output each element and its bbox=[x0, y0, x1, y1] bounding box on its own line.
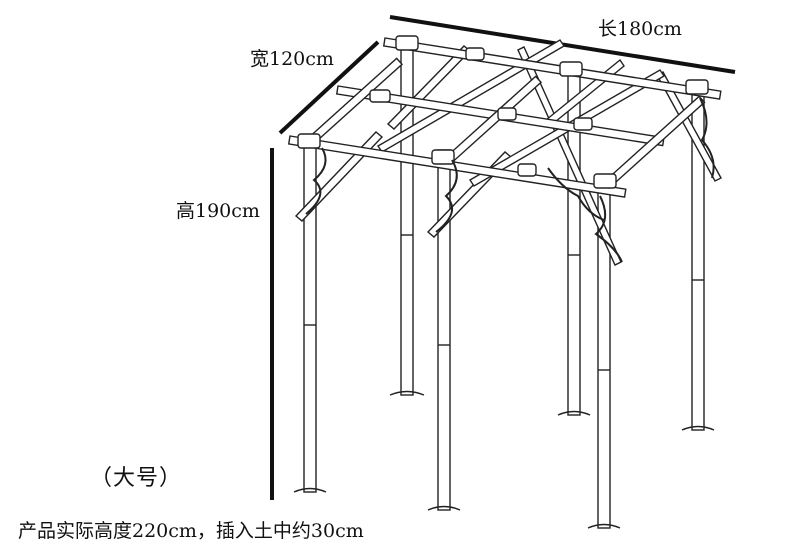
height-label: 高190cm bbox=[176, 200, 260, 222]
rod bbox=[603, 95, 706, 189]
clip bbox=[573, 117, 593, 131]
hook bbox=[594, 195, 623, 263]
clip bbox=[685, 79, 709, 95]
note-text: 产品实际高度220cm，插入土中约30cm bbox=[18, 520, 364, 542]
model-label: （大号） bbox=[90, 466, 183, 491]
clip bbox=[297, 133, 321, 149]
width-dimension-bar bbox=[278, 40, 380, 135]
hook bbox=[547, 167, 605, 221]
clip bbox=[593, 173, 617, 189]
hook bbox=[435, 159, 458, 233]
clip bbox=[395, 35, 419, 51]
clip bbox=[431, 149, 455, 165]
clip bbox=[497, 107, 517, 121]
clip bbox=[517, 163, 537, 177]
clip bbox=[465, 47, 485, 61]
hook bbox=[699, 97, 715, 179]
length-label: 长180cm bbox=[598, 18, 682, 40]
clip bbox=[559, 61, 583, 77]
width-label: 宽120cm bbox=[250, 48, 334, 70]
clip bbox=[369, 89, 391, 103]
hook bbox=[305, 147, 327, 215]
trellis-frame bbox=[287, 35, 722, 529]
